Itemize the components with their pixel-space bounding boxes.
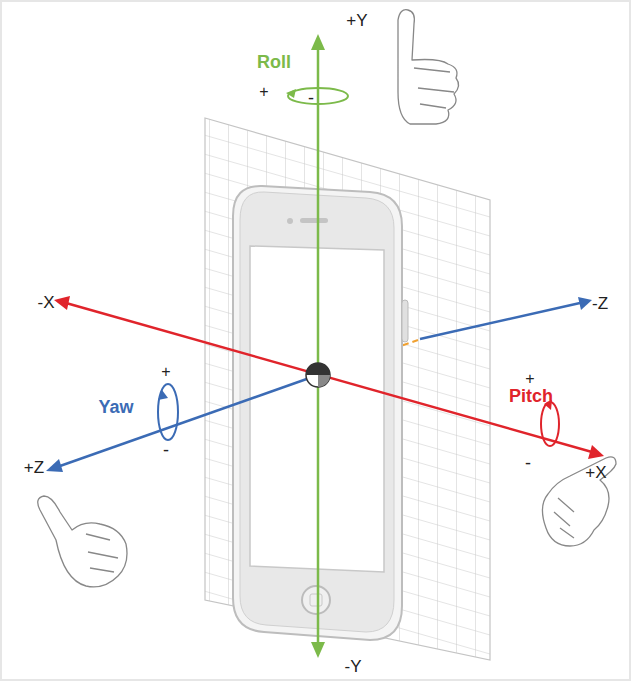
hand-top: [398, 10, 459, 124]
axis-label: -Y: [345, 658, 362, 675]
sign-label: +: [259, 84, 268, 100]
hand-right: [542, 457, 616, 546]
rotation-label: Yaw: [98, 398, 133, 416]
sign-label: +: [525, 371, 534, 387]
hand-left: [38, 496, 127, 587]
grid-plane: [205, 118, 490, 660]
phone: [233, 186, 408, 640]
sign-label: +: [161, 364, 170, 380]
x-axis: [54, 296, 604, 459]
sign-label: -: [163, 441, 169, 459]
axis-label: -Z: [592, 295, 608, 312]
rotation-label: Roll: [257, 53, 291, 71]
axis-label: +X: [585, 464, 606, 481]
y-axis: [286, 34, 348, 658]
sign-label: -: [525, 454, 531, 472]
sign-label: -: [308, 89, 314, 107]
axis-label: +Y: [346, 12, 367, 29]
rotation-label: Pitch: [509, 387, 553, 405]
axis-label: +Z: [24, 459, 44, 476]
axis-label: -X: [38, 294, 55, 311]
z-axis: [46, 297, 592, 472]
